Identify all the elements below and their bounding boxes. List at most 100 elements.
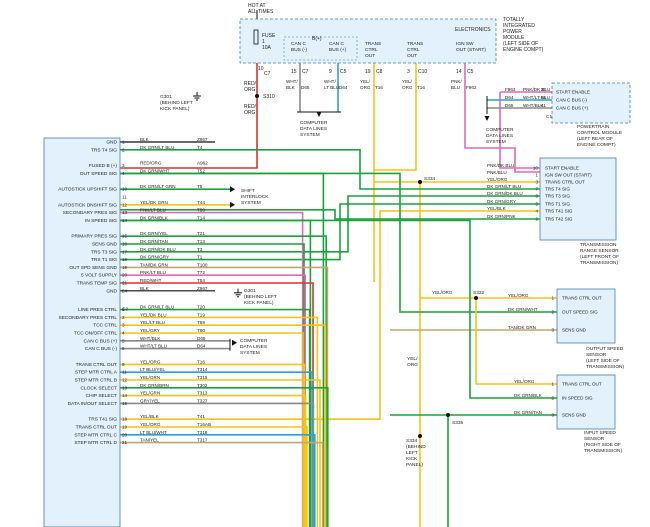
circuit-label: T44 <box>197 200 205 205</box>
computer-data-lines-label: SYSTEM <box>300 132 320 138</box>
pin-number: 9 <box>122 362 125 367</box>
ground-label: KICK PANEL) <box>160 106 190 112</box>
tcm-pin-label: OUT SPEED SIG <box>80 171 117 177</box>
down-arrow-icon <box>316 112 322 117</box>
tipm-label: (LEFT SIDE OF <box>503 41 538 47</box>
tcm-pin-label: TRANS TEMP SIG <box>77 281 118 287</box>
tcm-pin-label: CHIP SELECT <box>86 393 117 399</box>
pin-number: 15 <box>122 234 128 239</box>
computer-data-lines-label: DATA LINES <box>486 133 513 139</box>
wire-color-label: YEL/ORG <box>432 290 453 295</box>
circuit-label: F962 <box>466 85 477 90</box>
wire-color-label: PNK/LT BLU <box>140 208 166 213</box>
wire-color-label: DK GRN/YEL <box>140 231 168 236</box>
wire-color-label: YEL/ORG <box>487 177 508 182</box>
pin-number: 1 <box>551 382 554 387</box>
signal-wire <box>120 441 324 527</box>
circuit-label: T317 <box>197 438 208 443</box>
pin-number: 4 <box>535 209 538 214</box>
pcm-pin-label: CAN C BUS (-) <box>556 98 587 103</box>
wire-color-label: YEL/DK GRN <box>140 200 168 205</box>
connector-label: C7 <box>264 71 271 77</box>
circuit-label: T20 <box>197 305 205 310</box>
tipm-port-label: BUS (-) <box>291 47 307 53</box>
tcm-pin-label: GND <box>106 140 117 146</box>
wire-color-label: PNK/DK BLU <box>523 87 550 92</box>
connector-label: C1 <box>546 114 552 120</box>
wire-color-label: DK GRN/BRN <box>140 383 169 388</box>
wire-color-label: DK GRN/DK BLU <box>487 191 523 196</box>
splice-label: PANEL) <box>406 462 423 468</box>
pin-number: 10 <box>258 66 264 72</box>
tcm-pin-label: LINE PRES CTRL <box>78 307 117 313</box>
pcm-label: POWERTRAIN <box>577 124 610 130</box>
pin-number: 11 <box>122 370 127 375</box>
trs-pin-label: TRS T42 SIG <box>545 217 573 222</box>
wire-color-label: BLU <box>451 85 460 90</box>
tcm-pin-label: STEP MTR CTRL B <box>75 378 117 384</box>
pin-number: 37 <box>541 87 547 92</box>
oss-label: TRANSMISSION) <box>586 364 625 370</box>
pin-number: 2 <box>122 147 125 152</box>
computer-data-lines-label: SYSTEM <box>486 139 506 145</box>
wire-color-label: YEL/GRN <box>140 391 160 396</box>
trs-t4-wire <box>120 149 540 190</box>
tipm-port-label: TRANS <box>365 41 381 47</box>
pin-number: 10 <box>533 166 539 171</box>
oss-pin-label: TRANS CTRL OUT <box>562 296 602 301</box>
pcm-label: (LEFT REAR OF <box>577 136 613 142</box>
pin-number: 7 <box>535 187 538 192</box>
arrow-icon <box>230 201 235 208</box>
connector-label: C2 <box>122 307 128 313</box>
pin-number: 18 <box>122 417 128 422</box>
tipm-port-label: CTRL <box>407 47 420 53</box>
tipm-port-label: CTRL <box>365 47 378 53</box>
oss-label: SENSOR <box>586 352 607 358</box>
wire-color-label: TAN/DK GRN <box>140 262 168 267</box>
tcm-pin-label: TCC ON/OFF CTRL <box>74 331 118 337</box>
pin-number: 14 <box>122 393 128 398</box>
wire-color-label: RED/ <box>244 104 257 110</box>
pin-number: 2 <box>551 396 554 401</box>
shift-interlock-label: INTERLOCK <box>241 194 269 200</box>
pin-number: 15 <box>122 401 128 406</box>
signal-wire <box>120 371 314 527</box>
wire-color-label: DK GRN/TAN <box>140 239 168 244</box>
pin-number: 13 <box>122 385 128 390</box>
tcm-pin-label: TRS T4 SIG <box>91 147 117 153</box>
trs-pin-label: TRS T1 SIG <box>545 202 570 207</box>
circuit-label: T21 <box>197 231 205 236</box>
connector-label: C8 <box>376 69 383 75</box>
circuit-label: T313 <box>197 391 208 396</box>
circuit-label: T315 <box>197 375 208 380</box>
trans-ctrl-out-wire-b <box>374 63 417 171</box>
s322-splice <box>474 296 478 300</box>
splice-label: S335 <box>452 420 464 426</box>
pin-number: 2 <box>122 315 125 320</box>
circuit-label: T59 <box>197 320 205 325</box>
tipm-label: POWER <box>503 29 522 35</box>
component-boxes <box>43 18 631 527</box>
pin-number: 9 <box>329 69 332 75</box>
wire-color-label: YEL/ <box>402 79 413 84</box>
wire-color-label: GRY/YEL <box>140 398 160 403</box>
start-enable-wire <box>499 92 540 169</box>
iss-label: INPUT SPEED <box>584 430 616 436</box>
tcm-pin-label: TRS T1 SIG <box>91 257 117 263</box>
tcm-pin-label: TRS T41 SIG <box>88 417 117 423</box>
circuit-label: T13 <box>197 239 205 244</box>
wire-color-label: WHT/BLK <box>140 336 161 341</box>
computer-data-lines-label: COMPUTER <box>300 120 328 126</box>
tipm-port-label: BUS (+) <box>329 47 347 53</box>
wire-color-label: DK GRN/LT BLU <box>140 145 174 150</box>
connector-label: C5 <box>467 69 474 75</box>
tipm-label: INTEGRATED <box>503 23 535 29</box>
wire-color-label: YEL/GRN <box>140 375 160 380</box>
wire-color-label: WHT/LT BLU <box>140 344 167 349</box>
tcm-pin-label: STEP MTR CTRL A <box>75 370 118 376</box>
circuit-label: T16 <box>197 359 205 364</box>
circuit-label: T314 <box>197 367 208 372</box>
tcm-pin-label: CLOCK SELECT <box>80 385 117 391</box>
wire-color-label: YEL/ORG <box>140 359 161 364</box>
tipm-header: ELECTRONICS <box>455 27 491 33</box>
